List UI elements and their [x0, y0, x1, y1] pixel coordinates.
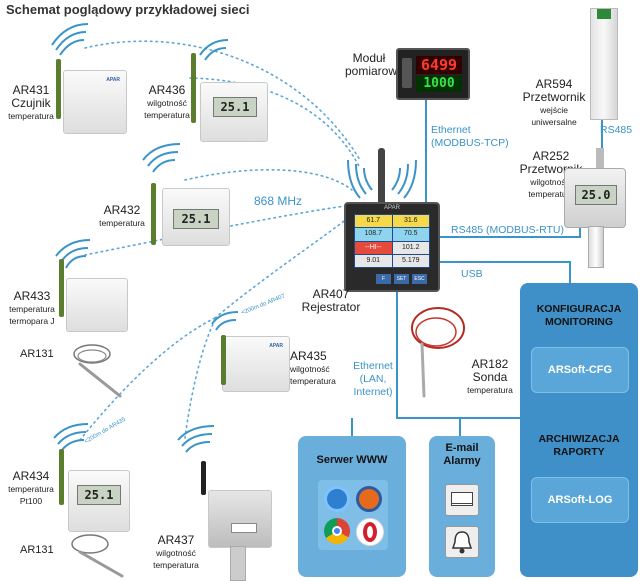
link-ar434	[79, 317, 216, 441]
ar594-label: AR594 Przetwornik wejście uniwersalne	[522, 77, 586, 127]
ar435-device: APAR	[221, 335, 290, 392]
ar131-label-2: AR131	[20, 544, 54, 556]
ar437-label: AR437 wilgotność temperatura	[153, 533, 199, 570]
email-icon[interactable]	[445, 484, 479, 516]
usb-label: USB	[461, 268, 483, 280]
ar434-device: 25.1	[59, 449, 130, 532]
ar131-probe-1	[73, 344, 122, 398]
ethernet-lan-label: Ethernet (LAN, Internet)	[353, 360, 393, 398]
ar131-label-1: AR131	[20, 348, 54, 360]
usb-line	[440, 261, 571, 283]
ar182-label: AR182 Sonda temperatura	[467, 357, 513, 395]
ar436-label: AR436 wilgotność temperatura	[144, 83, 190, 120]
diagram-title: Schemat poglądowy przykładowej sieci	[6, 2, 250, 17]
ethernet-modbus-tcp-label: Ethernet (MODBUS-TCP)	[431, 124, 509, 149]
frequency-label: 868 MHz	[254, 194, 303, 208]
link-ar432	[184, 168, 353, 191]
lan-line	[396, 290, 520, 419]
ie-browser-icon[interactable]	[324, 486, 350, 512]
arsoft-log-button[interactable]: ARSoft-LOG	[531, 477, 629, 523]
ar435-label: AR435 wilgotność temperatura	[290, 349, 336, 386]
rs485-modbus-rtu-label: RS485 (MODBUS-RTU)	[451, 224, 564, 236]
link-ar437	[184, 319, 216, 439]
ar407-device: APAR 61.7 31.6 108.7 70.5 --HI-- 101.2 9…	[344, 202, 440, 292]
www-server-panel: Serwer WWW	[298, 436, 406, 577]
modul-device: 6499 1000	[396, 48, 470, 100]
ar431-device: APAR	[56, 59, 127, 134]
ar182-probe	[411, 307, 465, 398]
ar432-device: 25.1	[151, 183, 230, 246]
software-panel: KONFIGURACJA MONITORING ARSoft-CFG ARCHI…	[520, 283, 638, 577]
ar431-label: AR431 Czujnik temperatura	[8, 83, 54, 121]
rs485-rtu-line	[440, 228, 581, 238]
firefox-browser-icon[interactable]	[356, 486, 382, 512]
opera-browser-icon[interactable]	[356, 518, 384, 546]
ar434-label: AR434 temperatura Pt100	[8, 469, 54, 506]
bell-icon[interactable]	[445, 526, 479, 558]
ar131-probe-2	[71, 534, 124, 578]
ar433-device	[59, 259, 128, 332]
chrome-browser-icon[interactable]	[324, 518, 350, 544]
modul-label: Moduł pomiarowy	[345, 51, 404, 78]
ar436-device: 25.1	[191, 53, 268, 142]
ar594-device	[590, 8, 618, 120]
link-ar435	[214, 214, 353, 319]
arsoft-cfg-button[interactable]: ARSoft-CFG	[531, 347, 629, 393]
link-ar436	[189, 77, 361, 169]
link-ar431	[84, 40, 361, 161]
ar432-label: AR432 temperatura	[99, 203, 145, 228]
ar433-label: AR433 temperatura termopara J	[9, 289, 55, 326]
ar252-device: 25.0	[564, 168, 626, 228]
rs485-label: RS485	[600, 124, 633, 136]
ar437-device	[201, 461, 272, 548]
ar407-antenna	[378, 148, 385, 206]
ar407-label: AR407 Rejestrator	[301, 287, 361, 314]
email-alarm-panel: E-mail Alarmy	[429, 436, 495, 577]
